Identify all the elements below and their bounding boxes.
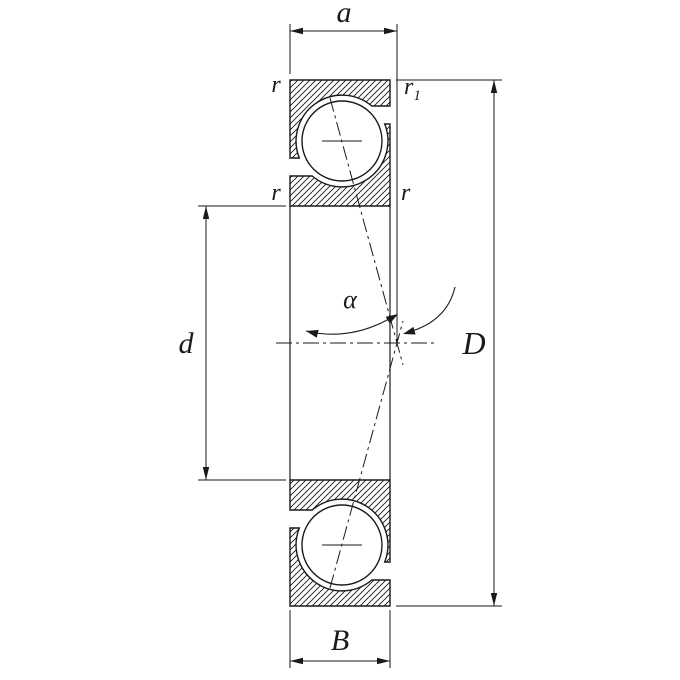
dim-d-label: d xyxy=(179,327,195,360)
contact-point-leader-line xyxy=(408,286,456,333)
dim-D-arrow-bottom xyxy=(490,593,498,606)
outer-ring-upper-hatch xyxy=(289,79,391,159)
contact-angle-alpha-label: α xyxy=(343,285,358,314)
alpha-arc-arrow-right xyxy=(385,314,398,324)
dim-a-arrow-left xyxy=(290,27,303,35)
lower-bearing-section xyxy=(289,479,391,607)
upper-bearing-section xyxy=(289,79,391,207)
alpha-arc-arrow-left xyxy=(306,329,319,338)
contact-point-leader-arrow xyxy=(403,326,416,335)
dimension-d: d xyxy=(179,205,286,481)
dim-a-arrow-right xyxy=(384,27,397,35)
dim-D-label: D xyxy=(461,325,485,361)
dim-d-arrow-bottom xyxy=(202,467,210,480)
inner-ring-lower-hatch xyxy=(289,479,391,563)
dim-a-label: a xyxy=(337,0,352,29)
contact-line-lower xyxy=(329,320,404,589)
dim-D-arrow-top xyxy=(490,80,498,93)
corner-radius-r-top-left-label: r xyxy=(271,72,281,98)
outer-ring-lower-hatch xyxy=(289,527,391,607)
dim-B-arrow-left xyxy=(290,657,303,665)
corner-radius-r-mid-right-label: r xyxy=(401,180,411,206)
corner-radius-r1-top-right-label: r1 xyxy=(404,74,421,104)
alpha-angle-arc xyxy=(305,314,397,335)
r1-base: r xyxy=(404,74,414,100)
inner-ring-upper-hatch xyxy=(289,123,391,207)
corner-radius-r-mid-left-label: r xyxy=(271,180,281,206)
dim-d-arrow-top xyxy=(202,206,210,219)
dimension-B: B xyxy=(289,610,391,668)
dim-B-label: B xyxy=(331,624,349,657)
r1-subscript: 1 xyxy=(413,88,421,104)
contact-angle-annotation: α xyxy=(305,285,456,338)
dimension-D: D xyxy=(396,79,502,607)
dim-B-arrow-right xyxy=(377,657,390,665)
dimension-a: a xyxy=(289,0,398,343)
